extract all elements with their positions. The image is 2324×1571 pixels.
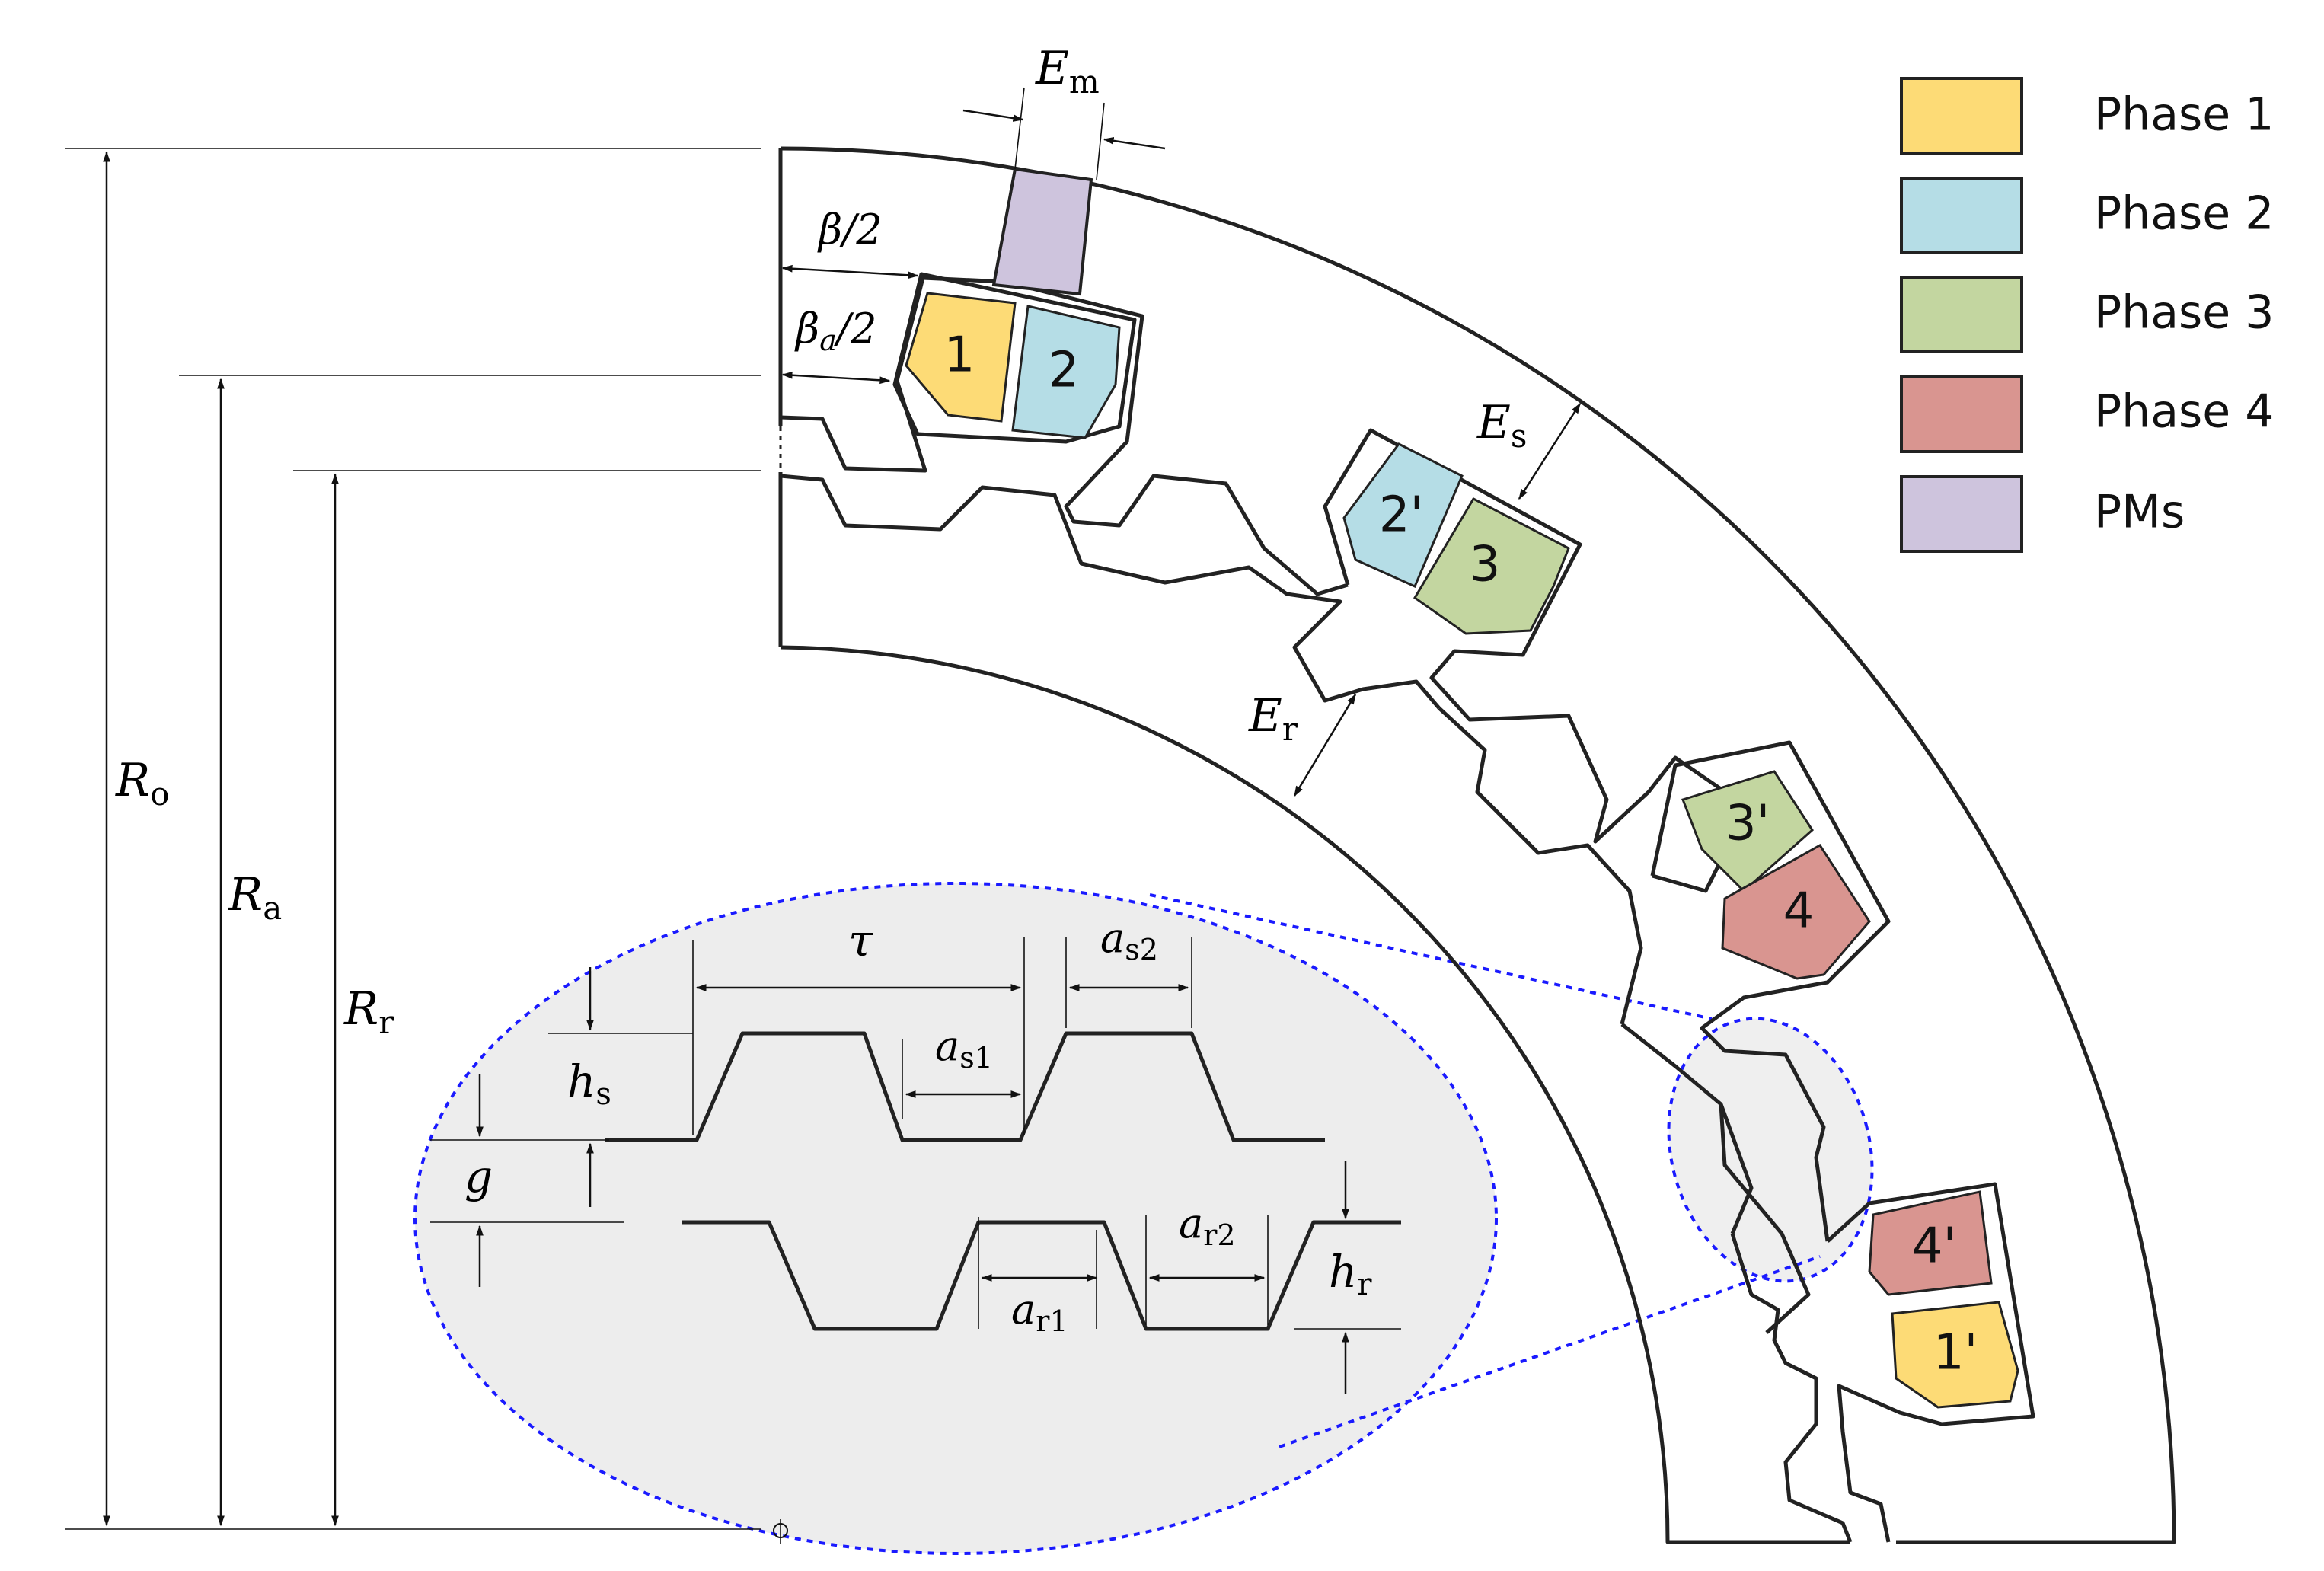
rotor-inner-arc — [780, 645, 1850, 1544]
coil-1-label: 1 — [944, 327, 975, 384]
thickness-dimensions: Em Es Er — [962, 42, 1582, 797]
Em-label: Em — [1035, 42, 1100, 101]
zoom-detail-ellipse — [413, 882, 1498, 1555]
coil-1p-label: 1' — [1933, 1325, 1978, 1381]
legend-label-phase-3: Phase 3 — [2094, 286, 2274, 340]
legend-swatch-pms — [1900, 475, 2023, 553]
beta-a-half-label: βa/2 — [794, 305, 876, 357]
rotor-teeth-2 — [1438, 707, 1643, 1025]
legend-label-phase-4: Phase 4 — [2094, 385, 2274, 439]
legend-label-phase-2: Phase 2 — [2094, 187, 2274, 241]
legend-swatch-phase-4 — [1900, 375, 2023, 453]
coil-4 — [1721, 844, 1871, 980]
tooth-detail: τ as2 as1 ar1 ar2 hs g — [430, 914, 1401, 1394]
rotor-tooth-profile — [682, 1220, 1401, 1331]
legend-swatch-phase-3 — [1900, 276, 2023, 353]
coil-3-label: 3 — [1470, 537, 1501, 593]
radial-dimensions: Ro Ra Rr — [65, 148, 788, 1544]
stator-tooth-profile — [605, 1031, 1325, 1142]
zoom-connector-bottom — [1279, 1255, 1821, 1448]
zoom-detail-group — [413, 882, 1874, 1555]
pm-block — [991, 167, 1093, 296]
beta-half-label: β/2 — [817, 206, 883, 254]
Rr-label: Rr — [343, 982, 394, 1041]
bottom-origin-mark — [773, 1519, 788, 1544]
Ra-label: Ra — [228, 868, 282, 927]
zoom-connector-top — [1149, 893, 1713, 1020]
coil-2p-label: 2' — [1379, 487, 1423, 544]
rotor-teeth-4b — [1719, 1103, 1811, 1334]
Es-label: Es — [1476, 396, 1527, 455]
Er-label: Er — [1248, 689, 1298, 748]
stator-outer-arc — [780, 146, 2176, 1544]
legend-label-pms: PMs — [2094, 486, 2185, 539]
coil-2 — [1011, 305, 1121, 439]
ar1-label: ar1 — [1011, 1285, 1068, 1338]
coil-4-label: 4 — [1783, 883, 1815, 940]
stator-pole-3 — [1650, 740, 1891, 1242]
coil-1p — [1891, 1301, 2019, 1409]
coil-3p — [1681, 770, 1814, 893]
rotor-teeth — [780, 474, 1441, 710]
machine-outline — [778, 146, 2176, 1544]
coils: 1 2 2' 3 3' 4 4' 1' — [905, 292, 2019, 1409]
legend: Phase 1 Phase 2 Phase 3 Phase 4 PMs — [1900, 77, 2274, 553]
legend-swatch-phase-1 — [1900, 77, 2023, 155]
stator-pole-4 — [1826, 1182, 2035, 1543]
stator-pole-1 — [780, 276, 1349, 596]
g-label: g — [464, 1151, 493, 1202]
coil-1 — [905, 292, 1017, 423]
tau-label: τ — [848, 915, 873, 966]
coil-2p — [1342, 442, 1464, 588]
as1-label: as1 — [935, 1022, 993, 1074]
coil-4p-label: 4' — [1912, 1218, 1956, 1275]
coil-3 — [1413, 497, 1570, 635]
coil-housing-1 — [892, 272, 1137, 444]
coil-3p-label: 3' — [1725, 796, 1770, 852]
legend-swatch-phase-2 — [1900, 177, 2023, 254]
angle-dimensions: β/2 βa/2 — [781, 206, 919, 385]
coil-4p — [1868, 1190, 1993, 1296]
hs-label: hs — [567, 1055, 611, 1112]
hr-label: hr — [1329, 1246, 1372, 1302]
ar2-label: ar2 — [1179, 1199, 1236, 1252]
legend-label-phase-1: Phase 1 — [2094, 88, 2274, 142]
as2-label: as2 — [1100, 914, 1158, 966]
coil-2-label: 2 — [1049, 343, 1080, 399]
Ro-label: Ro — [115, 754, 169, 813]
rotor-teeth-4 — [1730, 1233, 1853, 1543]
zoom-source-ellipse — [1667, 1017, 1874, 1283]
stator-pole-2 — [1323, 428, 1750, 893]
